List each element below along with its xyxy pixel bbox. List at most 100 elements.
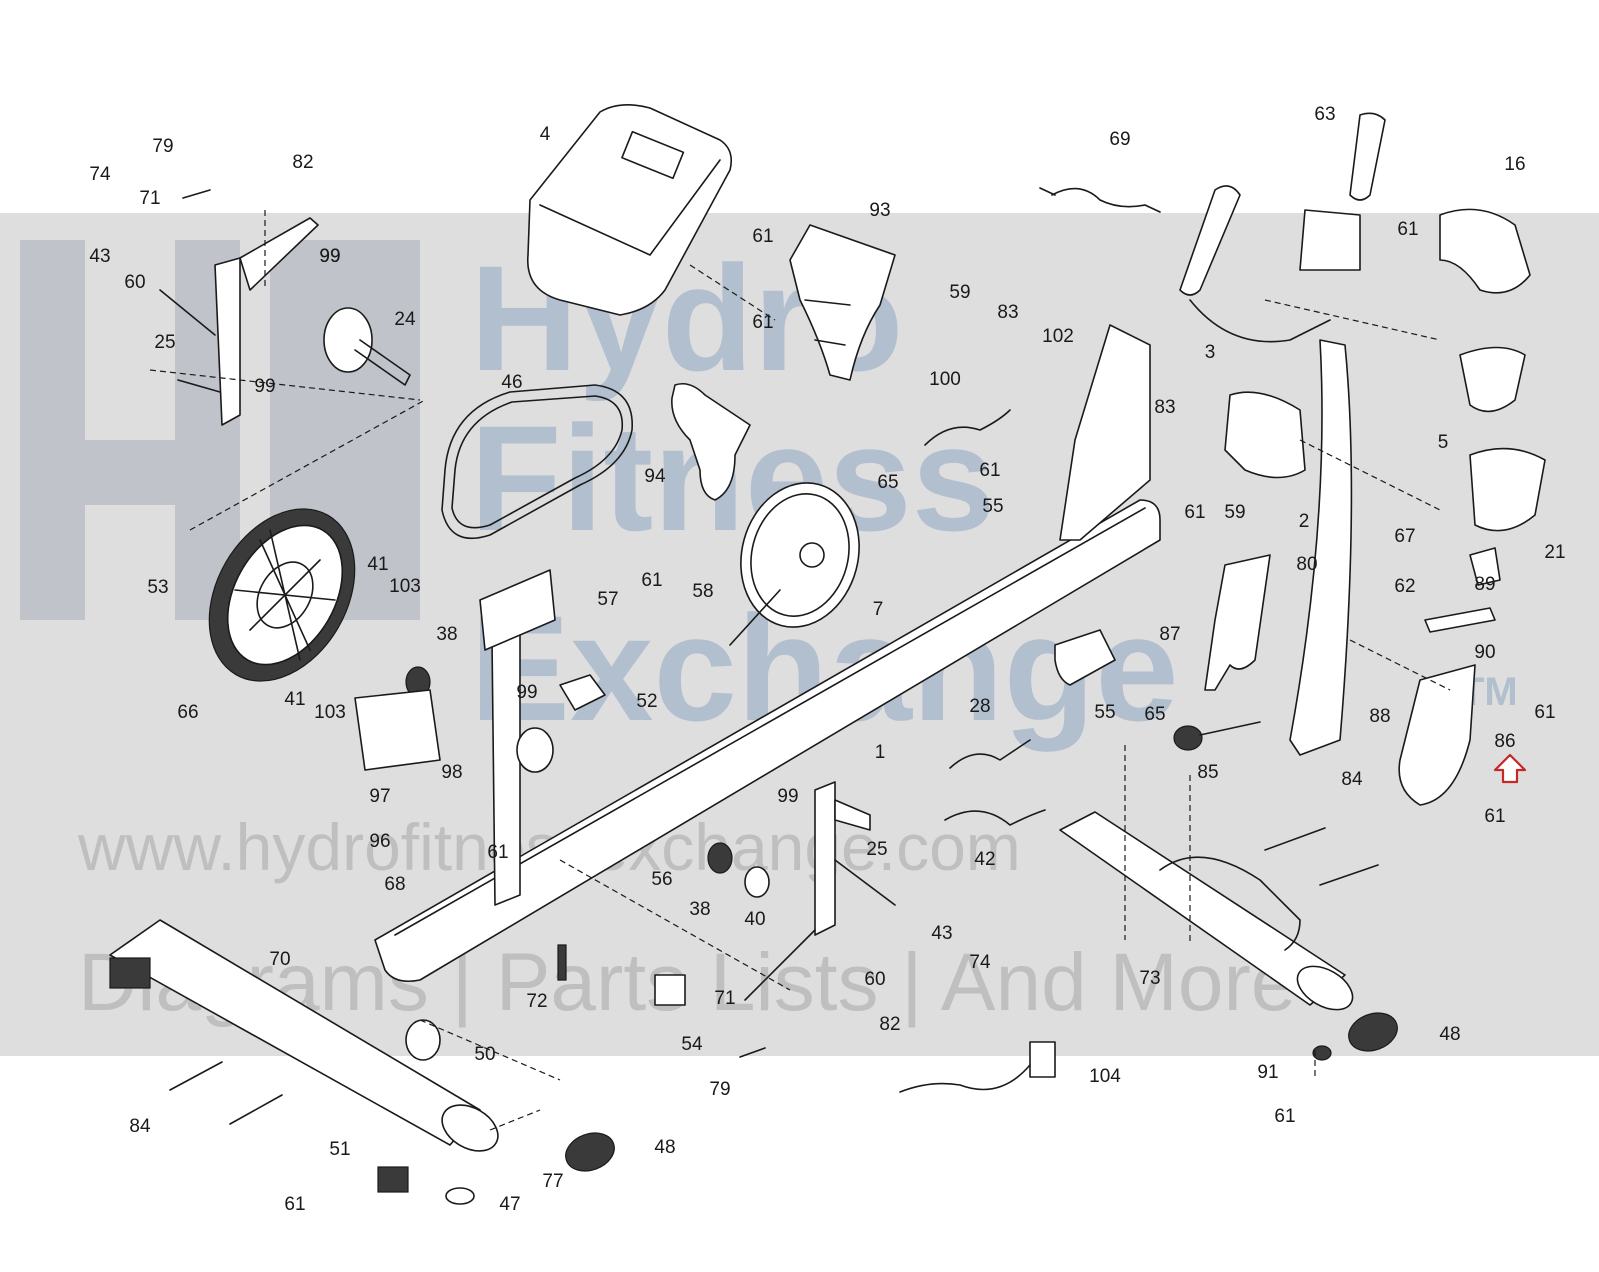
part-70-rear-stabilizer bbox=[109, 919, 499, 1152]
callout-83: 83 bbox=[997, 302, 1018, 323]
callout-99: 99 bbox=[319, 246, 340, 267]
callout-54: 54 bbox=[681, 1034, 703, 1055]
part-93-shroud bbox=[789, 224, 896, 381]
callout-60: 60 bbox=[124, 272, 145, 293]
assembly-dash-lines bbox=[149, 210, 1451, 1131]
callout-25: 25 bbox=[154, 332, 175, 353]
part-104-adapter bbox=[899, 1041, 1056, 1093]
callout-97: 97 bbox=[369, 786, 390, 807]
part-86-cover bbox=[1398, 664, 1476, 806]
part-84-bolts-right bbox=[1264, 827, 1379, 886]
callout-94: 94 bbox=[644, 466, 666, 487]
callout-100: 100 bbox=[929, 369, 961, 390]
callout-28: 28 bbox=[969, 696, 990, 717]
part-51-foot bbox=[377, 1166, 409, 1193]
callout-99: 99 bbox=[254, 376, 275, 397]
callout-77: 77 bbox=[542, 1171, 563, 1192]
callout-40: 40 bbox=[744, 909, 765, 930]
part-69-wire-harness bbox=[1039, 187, 1161, 213]
callout-96: 96 bbox=[369, 831, 390, 852]
callout-90: 90 bbox=[1474, 642, 1495, 663]
part-66-pulley bbox=[208, 508, 356, 682]
callout-83: 83 bbox=[1154, 397, 1175, 418]
callout-84: 84 bbox=[129, 1116, 151, 1137]
callout-87: 87 bbox=[1159, 624, 1180, 645]
part-85-knob bbox=[1173, 721, 1261, 751]
part-1-rear-post bbox=[479, 569, 556, 906]
callout-61: 61 bbox=[1274, 1106, 1295, 1127]
part-73-front-stabilizer bbox=[1059, 811, 1354, 1011]
part-50-wheel bbox=[405, 1019, 441, 1061]
callout-43: 43 bbox=[89, 246, 110, 267]
callout-51: 51 bbox=[329, 1139, 350, 1160]
part-72-bolt bbox=[557, 944, 567, 981]
callout-82: 82 bbox=[879, 1014, 900, 1035]
callout-38: 38 bbox=[436, 624, 457, 645]
part-91-leveler bbox=[1312, 1045, 1332, 1061]
part-89-bracket bbox=[1469, 547, 1501, 586]
part-3-cover bbox=[1224, 391, 1306, 479]
callout-16: 16 bbox=[1504, 154, 1525, 175]
callout-61: 61 bbox=[1397, 219, 1418, 240]
callout-93: 93 bbox=[869, 200, 890, 221]
callout-74: 74 bbox=[969, 952, 991, 973]
callout-61: 61 bbox=[979, 460, 1000, 481]
callout-102: 102 bbox=[1042, 326, 1074, 347]
part-21-holder bbox=[1469, 447, 1546, 532]
callout-88: 88 bbox=[1369, 706, 1390, 727]
callout-86: 86 bbox=[1494, 731, 1515, 752]
part-84-bolts-left bbox=[169, 1061, 283, 1125]
part-4-console bbox=[527, 104, 733, 316]
callout-57: 57 bbox=[597, 589, 618, 610]
callout-68: 68 bbox=[384, 874, 405, 895]
callout-2: 2 bbox=[1299, 511, 1310, 532]
part-16-bottle-holder bbox=[1439, 208, 1531, 294]
part-79-bolt-top bbox=[182, 189, 211, 199]
part-25-upright-left bbox=[159, 217, 319, 426]
part-48-endcap-left bbox=[565, 1132, 615, 1172]
callout-84: 84 bbox=[1341, 769, 1363, 790]
callout-24: 24 bbox=[394, 309, 416, 330]
callout-61: 61 bbox=[1484, 806, 1505, 827]
callout-21: 21 bbox=[1544, 542, 1565, 563]
part-47-leveler bbox=[445, 1187, 475, 1205]
callout-4: 4 bbox=[540, 124, 551, 145]
callout-7: 7 bbox=[873, 599, 884, 620]
callout-5: 5 bbox=[1438, 432, 1449, 453]
callout-71: 71 bbox=[714, 988, 735, 1009]
callout-61: 61 bbox=[752, 312, 773, 333]
callout-numbers: 7974827143609999252499461619346946963166… bbox=[89, 104, 1565, 1215]
callout-58: 58 bbox=[692, 581, 713, 602]
callout-70: 70 bbox=[269, 949, 290, 970]
callout-85: 85 bbox=[1197, 762, 1218, 783]
part-55-guard bbox=[1054, 629, 1116, 686]
callout-48: 48 bbox=[654, 1137, 675, 1158]
callout-74: 74 bbox=[89, 164, 111, 185]
callout-62: 62 bbox=[1394, 576, 1415, 597]
callout-1: 1 bbox=[875, 742, 886, 763]
part-87-arm bbox=[1204, 554, 1271, 691]
callout-99: 99 bbox=[777, 786, 798, 807]
indicator-arrow-icon bbox=[1493, 753, 1527, 784]
part-front-post bbox=[1059, 324, 1151, 541]
callout-99: 99 bbox=[516, 682, 537, 703]
part-63-handlebar bbox=[1179, 112, 1386, 343]
callout-73: 73 bbox=[1139, 968, 1160, 989]
callout-103: 103 bbox=[314, 702, 346, 723]
part-54-sensor bbox=[654, 974, 686, 1006]
part-28-wire bbox=[949, 739, 1031, 769]
callout-99: 99 bbox=[319, 246, 340, 267]
part-100-wire bbox=[924, 409, 1011, 446]
callout-63: 63 bbox=[1314, 104, 1335, 125]
callout-82: 82 bbox=[292, 152, 313, 173]
callout-43: 43 bbox=[931, 923, 952, 944]
callout-103: 103 bbox=[389, 576, 421, 597]
part-40-wheel bbox=[744, 866, 770, 898]
part-46-belt bbox=[441, 384, 633, 540]
callout-53: 53 bbox=[147, 577, 168, 598]
callout-48: 48 bbox=[1439, 1024, 1460, 1045]
callout-50: 50 bbox=[474, 1044, 495, 1065]
callout-98: 98 bbox=[441, 762, 462, 783]
callout-69: 69 bbox=[1109, 129, 1130, 150]
